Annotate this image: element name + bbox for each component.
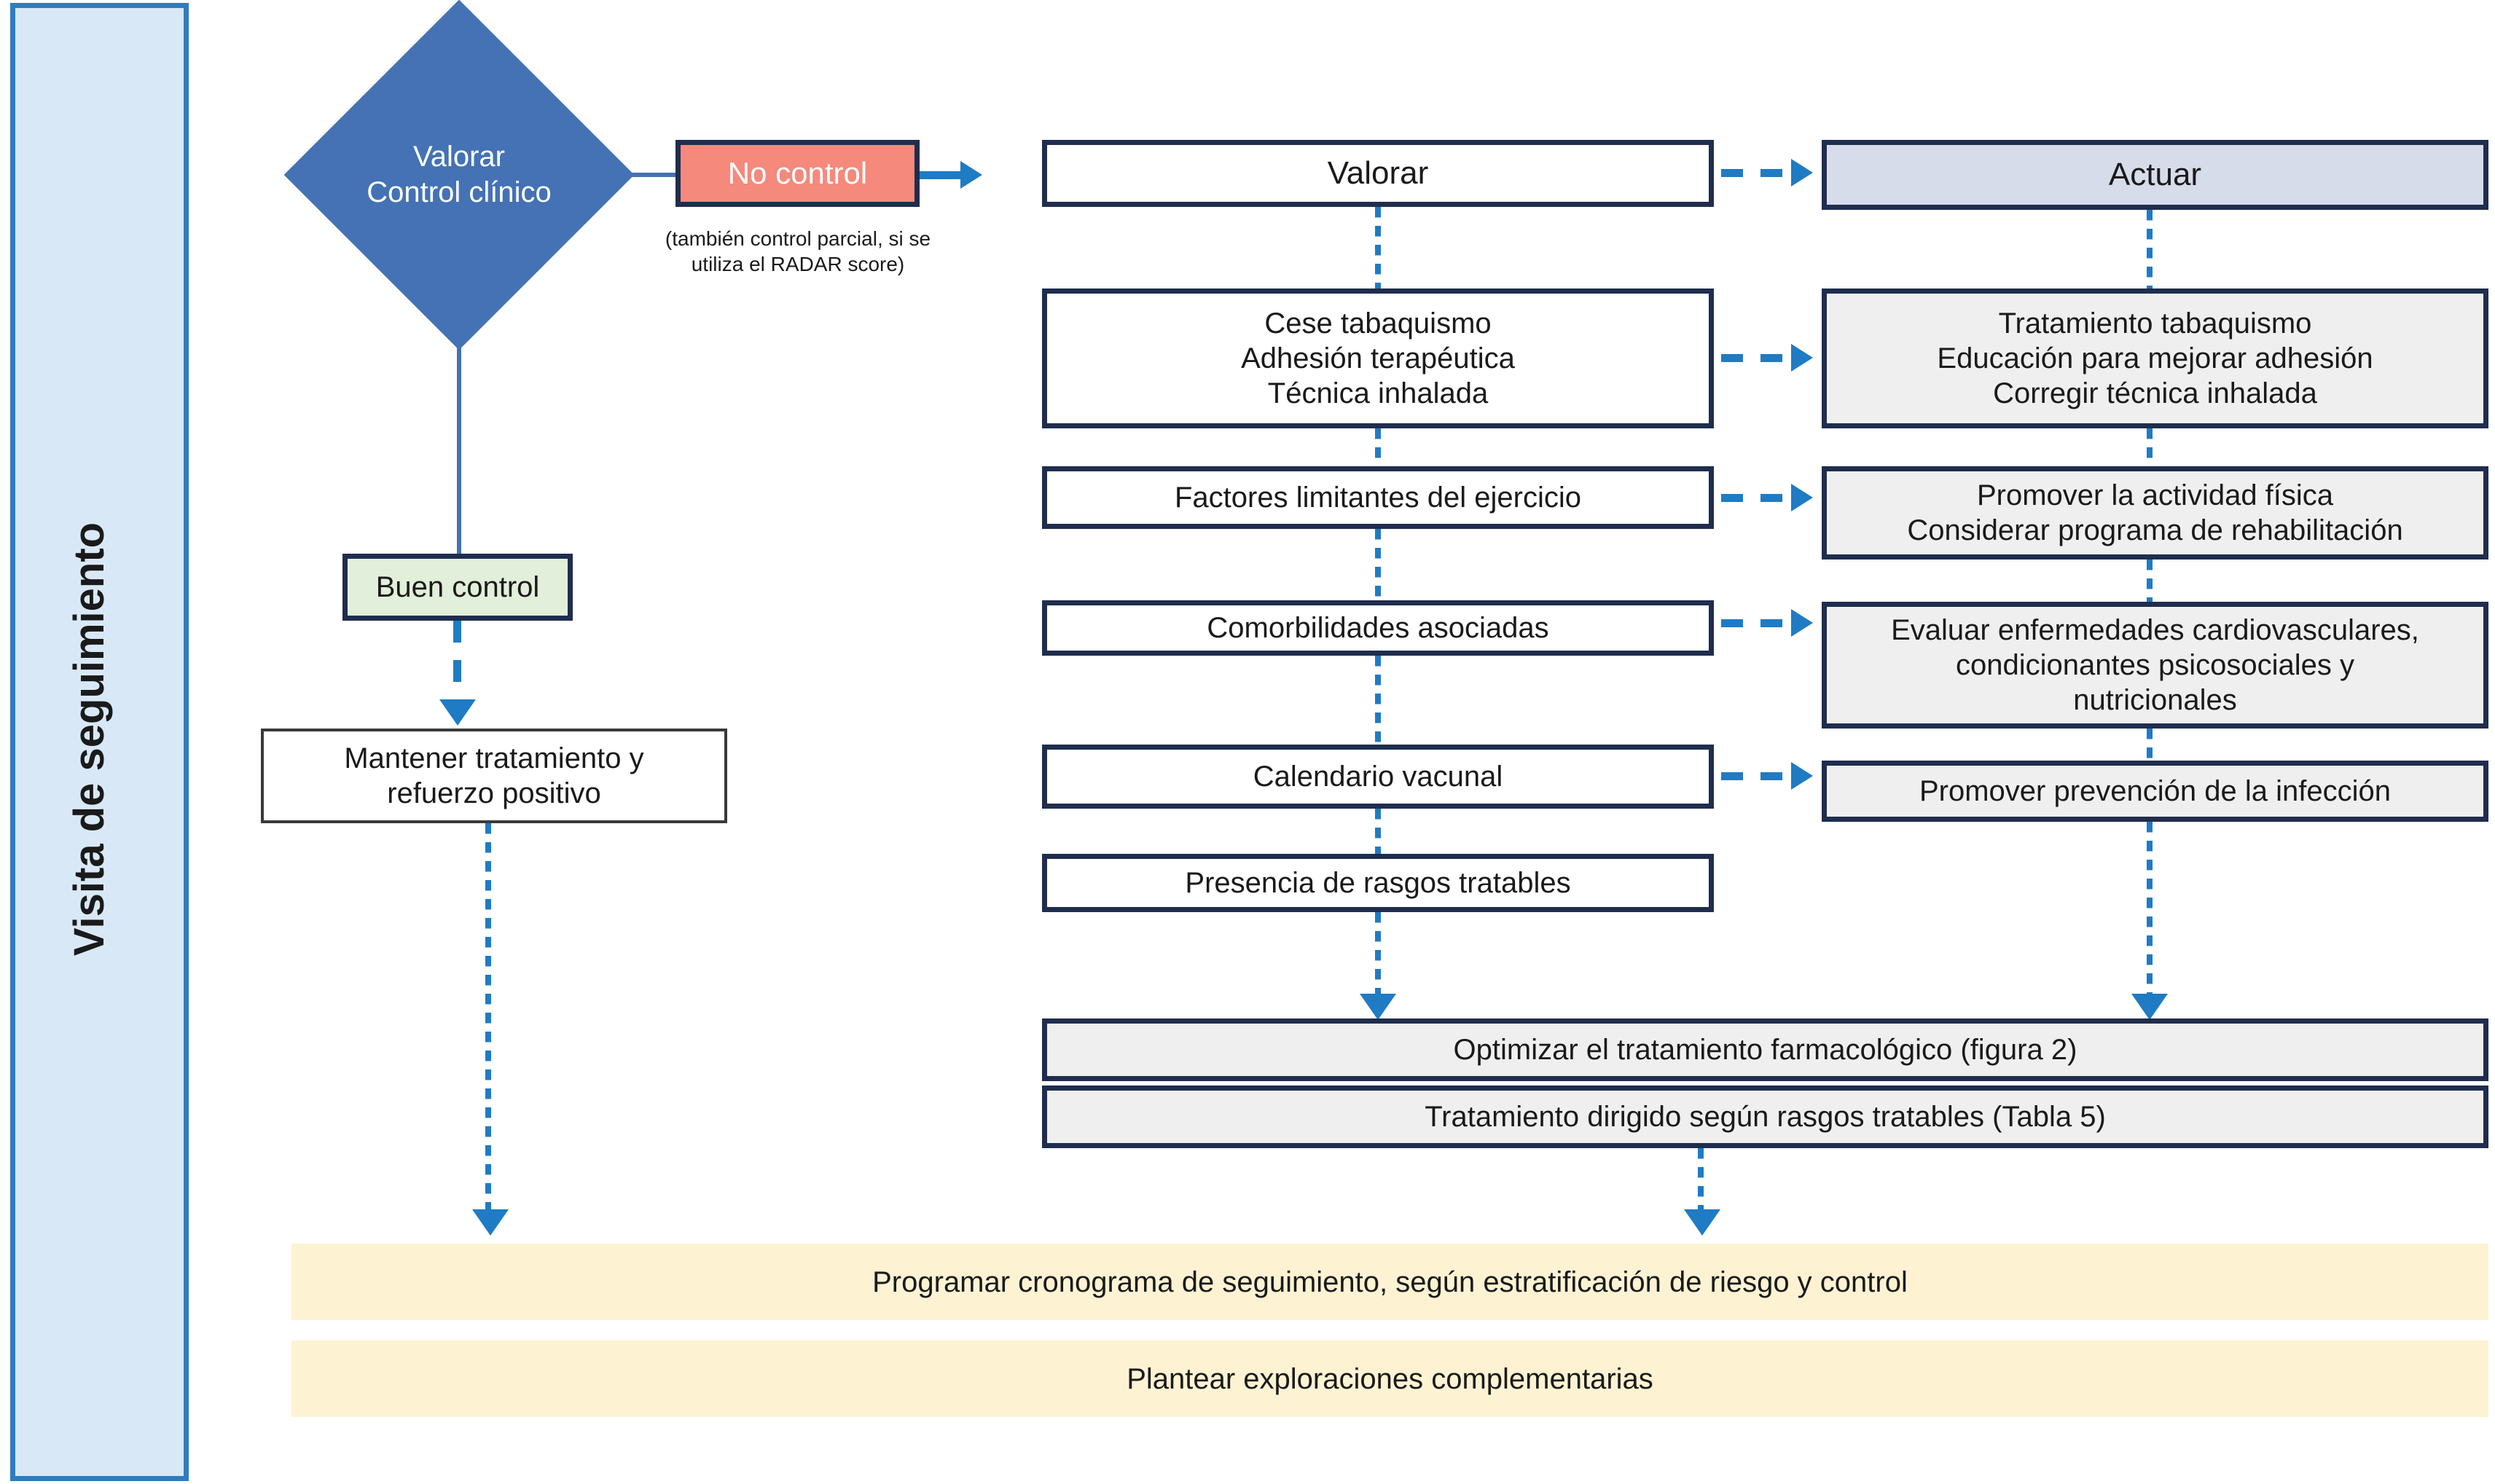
arrow-row-1 xyxy=(1791,484,1813,511)
arrow-row-2 xyxy=(1791,609,1813,637)
connector-row-0 xyxy=(1721,354,1803,362)
column-header-actuar[interactable]: Actuar xyxy=(1822,140,2488,210)
node-assess-row-3-label: Calendario vacunal xyxy=(1253,761,1503,793)
spine-act-3 xyxy=(2147,560,2153,602)
node-mantener-tratamiento[interactable]: Mantener tratamiento y refuerzo positivo xyxy=(261,729,727,823)
node-assess-row-1-label: Factores limitantes del ejercicio xyxy=(1175,482,1581,514)
connector-valorar-to-actuar xyxy=(1721,169,1803,177)
node-footer-schedule[interactable]: Programar cronograma de seguimiento, seg… xyxy=(291,1244,2488,1320)
node-mantener-label: Mantener tratamiento y refuerzo positivo xyxy=(344,742,644,809)
node-act-row-1[interactable]: Promover la actividad física Considerar … xyxy=(1822,466,2488,560)
node-targeted-treatment[interactable]: Tratamiento dirigido según rasgos tratab… xyxy=(1042,1085,2488,1148)
spine-assess-1 xyxy=(1375,207,1381,288)
node-optimize-treatment-label: Optimizar el tratamiento farmacológico (… xyxy=(1453,1034,2077,1066)
connector-treatment-to-footer xyxy=(1698,1148,1704,1217)
arrow-treatment-to-footer xyxy=(1684,1209,1720,1236)
column-header-valorar-label: Valorar xyxy=(1327,154,1429,191)
arrow-nocontrol-to-valorar xyxy=(960,161,982,189)
node-assess-row-0[interactable]: Cese tabaquismo Adhesión terapéutica Téc… xyxy=(1042,288,1714,428)
sidebar-title-text: Visita de seguimiento xyxy=(66,522,113,957)
arrow-row-3 xyxy=(1791,762,1813,790)
arrow-act-to-treatment xyxy=(2131,994,2168,1020)
sidebar-panel xyxy=(10,3,189,1481)
spine-assess-5 xyxy=(1375,809,1381,854)
connector-mantener-to-footer xyxy=(485,823,491,1217)
arrow-valorar-to-actuar xyxy=(1791,159,1813,187)
node-act-row-1-label: Promover la actividad física Considerar … xyxy=(1907,479,2403,546)
connector-nocontrol-to-valorar xyxy=(920,171,960,179)
node-act-row-3-label: Promover prevención de la infección xyxy=(1919,775,2391,807)
node-footer-explorations-label: Plantear exploraciones complementarias xyxy=(1127,1362,1653,1395)
arrow-buencontrol-to-mantener xyxy=(439,699,476,726)
node-assess-row-3[interactable]: Calendario vacunal xyxy=(1042,745,1714,809)
no-control-note: (también control parcial, si se utiliza … xyxy=(665,227,931,276)
node-act-row-2-label: Evaluar enfermedades cardiovasculares, c… xyxy=(1891,614,2419,716)
spine-act-4 xyxy=(2147,729,2153,761)
connector-diamond-to-nocontrol xyxy=(581,173,675,177)
connector-row-2 xyxy=(1721,619,1803,627)
node-footer-explorations[interactable]: Plantear exploraciones complementarias xyxy=(291,1340,2488,1417)
arrow-assess-to-treatment xyxy=(1360,994,1396,1020)
spine-act-2 xyxy=(2147,428,2153,466)
node-assess-row-1[interactable]: Factores limitantes del ejercicio xyxy=(1042,466,1714,529)
node-targeted-treatment-label: Tratamiento dirigido según rasgos tratab… xyxy=(1425,1101,2106,1133)
node-no-control-label: No control xyxy=(727,155,868,190)
node-act-row-0[interactable]: Tratamiento tabaquismo Educación para me… xyxy=(1822,288,2488,428)
spine-assess-to-treatment xyxy=(1375,912,1381,1000)
node-assess-row-4[interactable]: Presencia de rasgos tratables xyxy=(1042,854,1714,912)
spine-act-1 xyxy=(2147,210,2153,288)
node-assess-row-0-label: Cese tabaquismo Adhesión terapéutica Téc… xyxy=(1241,307,1515,409)
sidebar-title: Visita de seguimiento xyxy=(0,0,179,1478)
node-no-control[interactable]: No control xyxy=(675,140,920,207)
spine-assess-4 xyxy=(1375,656,1381,745)
node-buen-control[interactable]: Buen control xyxy=(342,554,573,621)
column-header-actuar-label: Actuar xyxy=(2108,156,2202,192)
connector-row-1 xyxy=(1721,494,1803,502)
arrow-mantener-to-footer xyxy=(472,1209,509,1236)
node-assess-row-2[interactable]: Comorbilidades asociadas xyxy=(1042,600,1714,656)
node-act-row-3[interactable]: Promover prevención de la infección xyxy=(1822,761,2488,822)
arrow-row-0 xyxy=(1791,344,1813,372)
node-footer-schedule-label: Programar cronograma de seguimiento, seg… xyxy=(872,1265,1908,1298)
column-header-valorar[interactable]: Valorar xyxy=(1042,140,1714,207)
node-buen-control-label: Buen control xyxy=(375,571,540,603)
spine-act-to-treatment xyxy=(2147,822,2153,997)
connector-row-3 xyxy=(1721,772,1803,780)
node-assess-row-2-label: Comorbilidades asociadas xyxy=(1207,612,1549,644)
spine-assess-3 xyxy=(1375,529,1381,600)
node-assess-row-4-label: Presencia de rasgos tratables xyxy=(1185,867,1571,899)
connector-diamond-to-buencontrol xyxy=(457,297,461,554)
connector-buencontrol-to-mantener xyxy=(453,621,461,707)
node-optimize-treatment[interactable]: Optimizar el tratamiento farmacológico (… xyxy=(1042,1018,2488,1081)
node-act-row-0-label: Tratamiento tabaquismo Educación para me… xyxy=(1937,307,2373,409)
node-act-row-2[interactable]: Evaluar enfermedades cardiovasculares, c… xyxy=(1822,602,2488,729)
spine-assess-2 xyxy=(1375,428,1381,466)
